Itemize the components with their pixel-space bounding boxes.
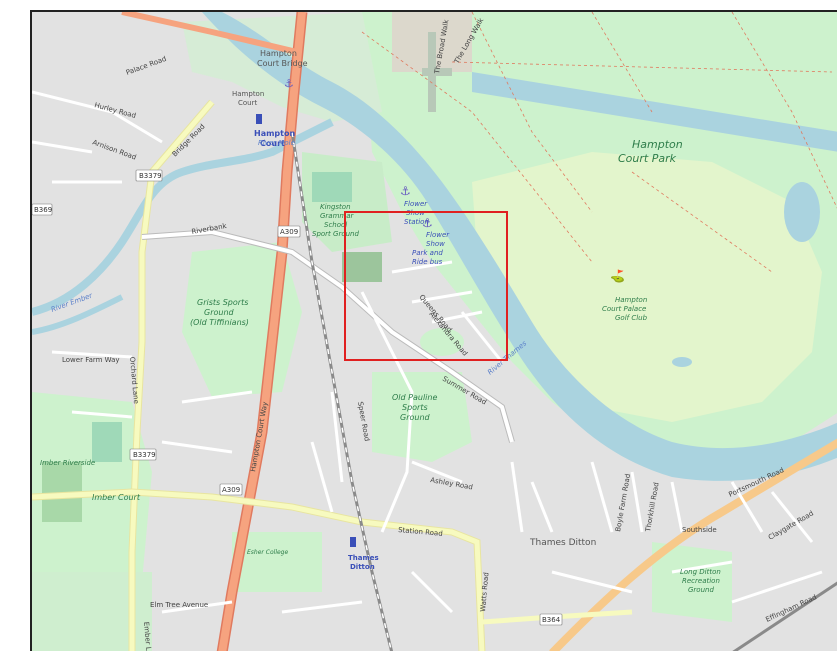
- railway-dash: [291, 131, 393, 651]
- thames-ditton-station-icon[interactable]: [350, 537, 356, 547]
- esher-college-grounds: [232, 532, 322, 592]
- svg-text:A309: A309: [280, 228, 298, 236]
- long-water-canal: [472, 72, 837, 152]
- label-thames-ditton: Thames Ditton: [529, 538, 596, 548]
- label-esher-college: Esher College: [247, 549, 288, 556]
- sports-pitch-a: [312, 172, 352, 202]
- svg-text:B3379: B3379: [133, 451, 156, 459]
- road-watts-road: Watts Road: [479, 572, 490, 612]
- road-lower-farm-way: Lower Farm Way: [62, 356, 120, 364]
- svg-text:B364: B364: [542, 616, 561, 624]
- railway-east: [732, 581, 837, 651]
- pond-golf: [672, 357, 692, 367]
- label-imber-court: Imber Court: [92, 493, 141, 502]
- golf-flag-icon: ⛳: [610, 269, 625, 283]
- label-imber-riverside: Imber Riverside: [40, 459, 95, 467]
- shield-a309-top: A309: [277, 225, 301, 238]
- footpaths: [361, 12, 837, 273]
- minor-roads: [32, 90, 823, 614]
- highlight-box: [344, 211, 508, 361]
- shield-b364: B364: [539, 613, 563, 626]
- svg-text:B3379: B3379: [139, 172, 162, 180]
- imber-pitch: [92, 422, 122, 462]
- long-ditton-rec-ground: [652, 542, 732, 622]
- road-station-road: Station Road: [398, 526, 443, 538]
- old-pauline-ground: [372, 372, 472, 462]
- pitch-near-box: [342, 252, 382, 282]
- road-ember-lane: Ember Lane: [142, 621, 154, 651]
- summer-road: [141, 229, 514, 443]
- road-elm-tree-avenue: Elm Tree Avenue: [150, 601, 208, 609]
- label-river-mole: River Mole: [258, 139, 295, 147]
- hampton-court-station-icon[interactable]: [256, 114, 262, 124]
- trunk-top-left: [121, 12, 298, 55]
- bridge-anchor-icon: ⚓: [284, 77, 294, 90]
- shield-b369: B369: [32, 203, 53, 216]
- green-in-box: [420, 328, 464, 356]
- station-road: [32, 489, 485, 651]
- hampton-court-way: [218, 12, 306, 651]
- flower-show-anchor-icon: ⚓: [400, 184, 411, 198]
- pond-east: [784, 182, 820, 242]
- svg-text:A309: A309: [222, 486, 240, 494]
- river-ember: [32, 294, 124, 335]
- shield-b3379-top: B3379: [135, 169, 163, 182]
- road-southside: Southside: [682, 526, 717, 534]
- svg-text:B369: B369: [34, 206, 52, 214]
- park-ride-anchor-icon: ⚓: [422, 216, 433, 230]
- shield-a309-bottom: A309: [219, 483, 243, 496]
- palace-paths: [422, 32, 452, 112]
- golf-course-area: [472, 152, 822, 422]
- shield-b3379-left: B3379: [129, 448, 157, 461]
- river-thames: [202, 12, 837, 481]
